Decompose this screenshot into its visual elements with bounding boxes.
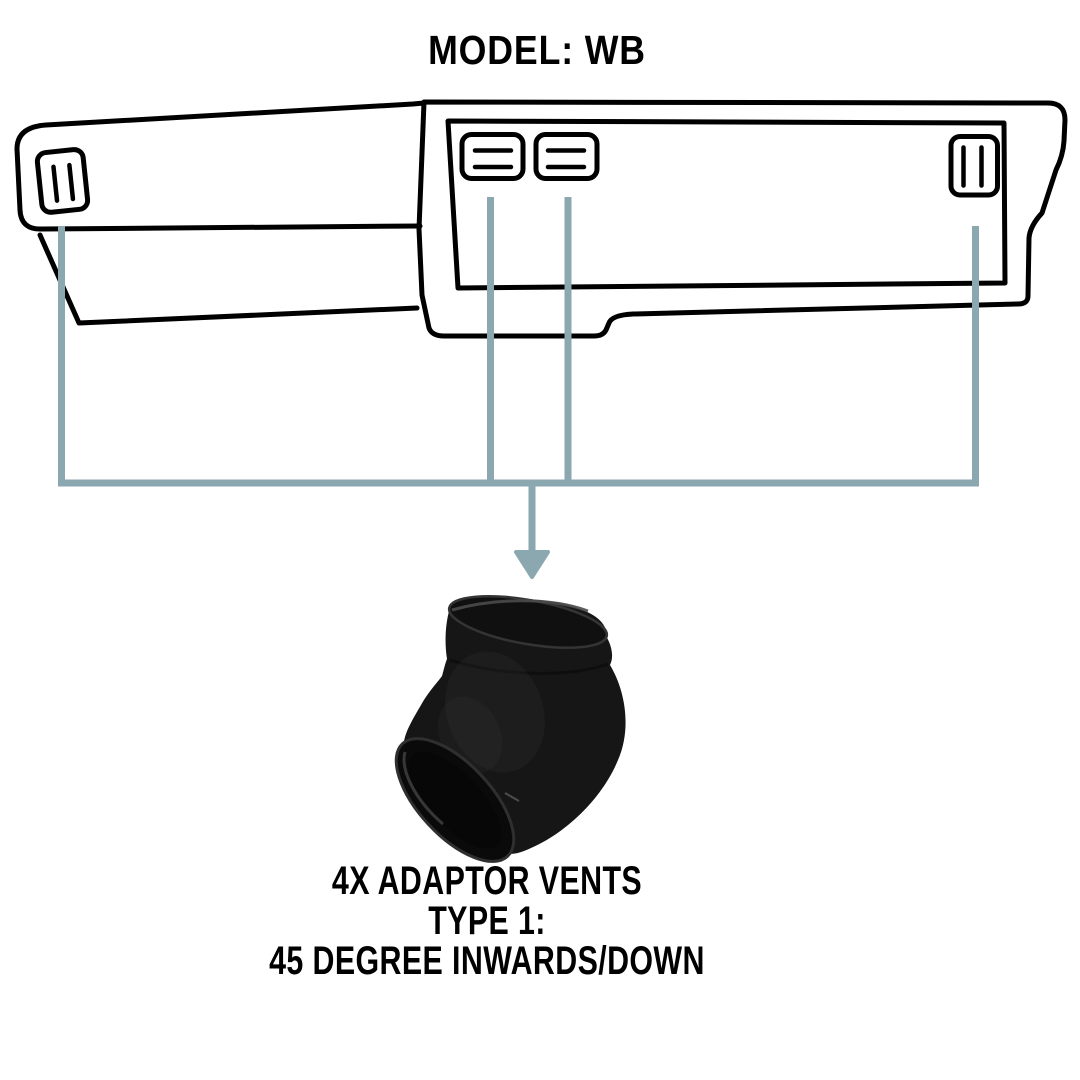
center-vent-2-icon [533, 132, 600, 181]
left-dash-upper-panel [14, 100, 427, 232]
caption-line-orientation: 45 DEGREE INWARDS/DOWN [269, 939, 705, 983]
center-vent-1-icon [459, 132, 526, 181]
dashboard-outline [14, 99, 1068, 339]
adaptor-top-rim-highlight [451, 599, 589, 613]
page-title: MODEL: WB [428, 27, 646, 73]
product-caption: 4X ADAPTOR VENTS TYPE 1: 45 DEGREE INWAR… [117, 861, 857, 981]
left-vent-icon [34, 147, 91, 215]
down-arrow-icon [514, 550, 550, 579]
adaptor-bottom-opening-inner [408, 751, 502, 849]
right-vent-icon [948, 134, 1000, 198]
caption-line-quantity: 4X ADAPTOR VENTS [331, 859, 643, 903]
vent-callout-connectors [58, 197, 979, 556]
adaptor-surface-mark [504, 792, 520, 802]
adaptor-vent-photo [394, 595, 626, 863]
adaptor-collar-shadow [449, 658, 609, 675]
left-dash-lower-panel [37, 232, 420, 326]
adaptor-bottom-rim-highlight [402, 751, 444, 826]
right-dash-inner-panel [445, 118, 1008, 291]
caption-line-type: TYPE 1: [428, 899, 546, 943]
adaptor-body-sheen [445, 651, 545, 773]
